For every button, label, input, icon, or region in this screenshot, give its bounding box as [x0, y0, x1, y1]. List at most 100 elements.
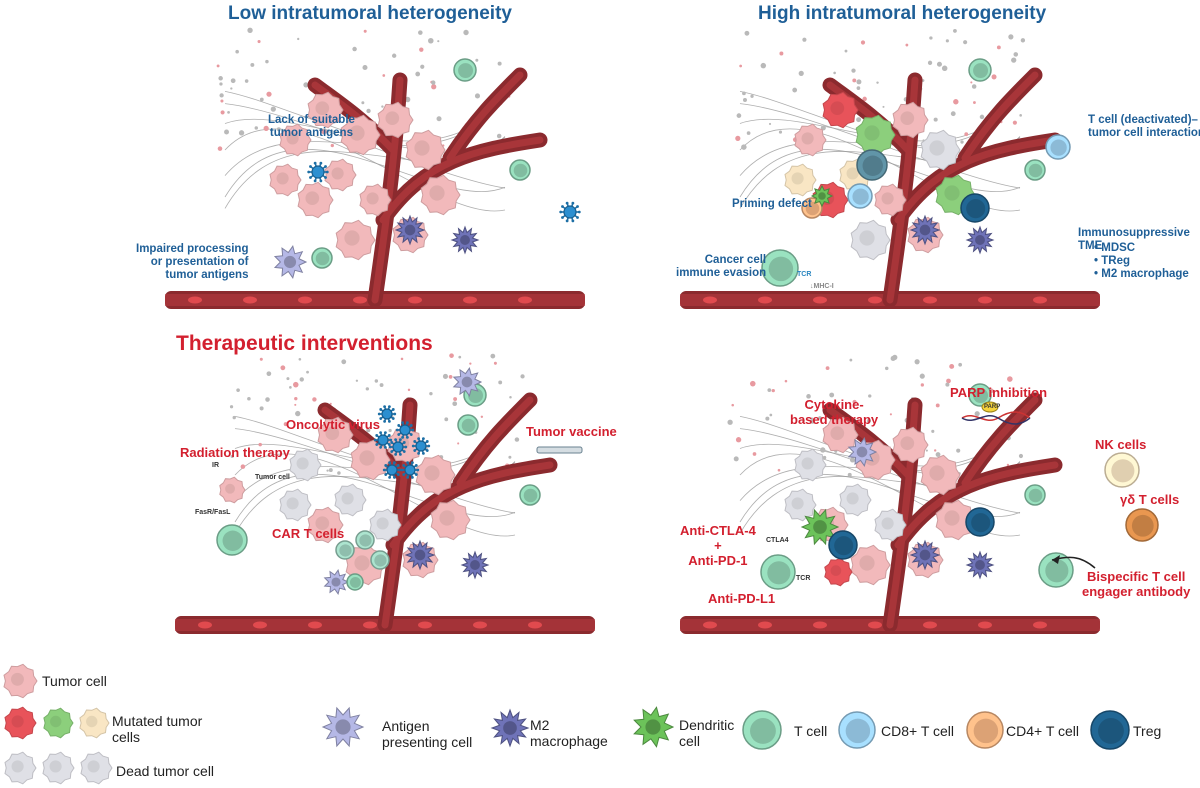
legend-dead-icon	[80, 751, 113, 785]
label-parp: PARP inhibition	[950, 385, 1048, 400]
tumor-cell	[920, 129, 961, 171]
t-cell	[453, 58, 477, 82]
tumor-cell	[784, 163, 817, 197]
tumor-cell	[324, 158, 357, 192]
tumor-cell	[279, 123, 312, 157]
tumor-cell	[377, 101, 414, 139]
t-cell	[968, 58, 992, 82]
tme-item: TReg	[1094, 255, 1189, 268]
vaccine-syringe	[536, 446, 583, 454]
legend-dead-icon	[42, 751, 75, 785]
dna-strand	[961, 415, 1031, 425]
tumor-cell	[269, 163, 302, 197]
t-cell	[457, 414, 479, 436]
legend-dendritic-label: Dendritic cell	[679, 717, 735, 750]
tumor-cell	[822, 416, 859, 454]
tme-item: M2 macrophage	[1094, 268, 1189, 281]
oncolytic-virus	[373, 431, 393, 449]
tumor-cell	[317, 416, 354, 454]
legend-dendritic-icon	[633, 706, 675, 748]
m2-macrophage	[965, 225, 995, 255]
label-radiation: Radiation therapy	[180, 445, 290, 460]
tumor-cell	[824, 557, 853, 587]
tumor-cell	[279, 488, 312, 522]
car-t-cell	[355, 530, 375, 550]
legend-mutated-cream-icon	[79, 707, 110, 739]
oncolytic-virus	[400, 461, 420, 479]
car-t-cell	[335, 540, 355, 560]
tumor-cell	[297, 181, 334, 219]
section-title-therapeutic: Therapeutic interventions	[176, 332, 433, 355]
tumor-cell	[855, 114, 896, 156]
label-parp-badge: PARP	[984, 404, 1001, 410]
tumor-cell	[794, 123, 827, 157]
label-nk: NK cells	[1095, 437, 1147, 452]
cd8-t-cell	[1045, 134, 1071, 160]
legend-cd8-label: CD8+ T cell	[881, 723, 955, 739]
treg-cell	[828, 530, 858, 560]
legend-tcell-label: T cell	[794, 723, 828, 739]
antigen-particle	[559, 201, 581, 223]
tumor-cell	[340, 114, 381, 156]
dendritic-cell	[800, 508, 840, 546]
label-tcr-bottom: TCR	[796, 575, 811, 582]
panel-title-low: Low intratumoral heterogeneity	[228, 3, 512, 24]
legend-tcell-icon	[742, 710, 782, 750]
panel-title-high: High intratumoral heterogeneity	[758, 3, 1047, 24]
tumor-cell	[307, 506, 344, 544]
tme-list: MDSC TReg M2 macrophage	[1094, 242, 1189, 282]
treg-cell	[965, 507, 995, 537]
oncolytic-virus	[395, 421, 415, 439]
label-priming-defect: Priming defect	[732, 198, 812, 210]
vessel-branch	[307, 67, 548, 308]
tumor-cell	[892, 101, 929, 139]
tumor-cell	[405, 129, 446, 171]
parp-badge-shape	[981, 401, 999, 413]
tumor-cell	[892, 426, 929, 464]
dendritic-cell	[810, 184, 834, 208]
label-mhc: ↓MHC-I	[810, 283, 834, 290]
tumor-cell-radiation	[219, 476, 246, 504]
legend-mutated-label: Mutated tumor cells	[112, 713, 203, 746]
t-cell	[1024, 484, 1046, 506]
tumor-cell	[850, 544, 891, 586]
label-tcr-top: TCR	[797, 271, 812, 278]
tumor-cell	[822, 91, 859, 129]
t-cell-bispecific	[1038, 552, 1074, 588]
tumor-cell	[420, 174, 461, 216]
label-cytokine: Cytokine- based therapy	[790, 397, 879, 427]
t-cell	[519, 484, 541, 506]
legend-dead-label: Dead tumor cell	[116, 763, 215, 779]
vessel-branch	[822, 392, 1063, 633]
cd4-t-cell	[801, 197, 823, 219]
legend-cd4-icon	[966, 711, 1004, 749]
legend-apc-icon	[321, 706, 365, 748]
label-tumor-cell-small: Tumor cell	[255, 474, 290, 481]
legend-tumor-label: Tumor cell	[42, 673, 107, 689]
tme-item: MDSC	[1094, 242, 1189, 255]
treg-cell	[960, 193, 990, 223]
legend-cd4-label: CD4+ T cell	[1006, 723, 1080, 739]
legend-apc-label: Antigen presenting cell	[382, 718, 473, 751]
legend-m2-icon	[490, 708, 530, 748]
m2-macrophage	[404, 539, 436, 571]
tumor-cell	[839, 483, 872, 517]
gamma-delta-t-cell	[1125, 508, 1159, 542]
antigen-presenting-cell	[452, 367, 483, 397]
oncolytic-virus	[411, 437, 431, 455]
bispecific-arrowhead	[1052, 555, 1060, 564]
oncolytic-virus	[382, 461, 402, 479]
antigen-particle	[307, 161, 329, 183]
label-oncolytic: Oncolytic virus	[286, 417, 380, 432]
label-ctla4: CTLA4	[766, 537, 789, 544]
antigen-presenting-cell	[273, 245, 308, 279]
t-cell	[346, 573, 364, 591]
antigen-presenting-cell	[847, 437, 878, 467]
antigen-presenting-cell	[323, 569, 350, 595]
label-t-cell-interaction: T cell (deactivated)– tumor cell interac…	[1088, 114, 1200, 140]
vessel-branch	[317, 392, 558, 633]
tumor-cell	[415, 454, 456, 496]
t-cell	[1024, 159, 1046, 181]
label-gd: γδ T cells	[1120, 492, 1180, 507]
